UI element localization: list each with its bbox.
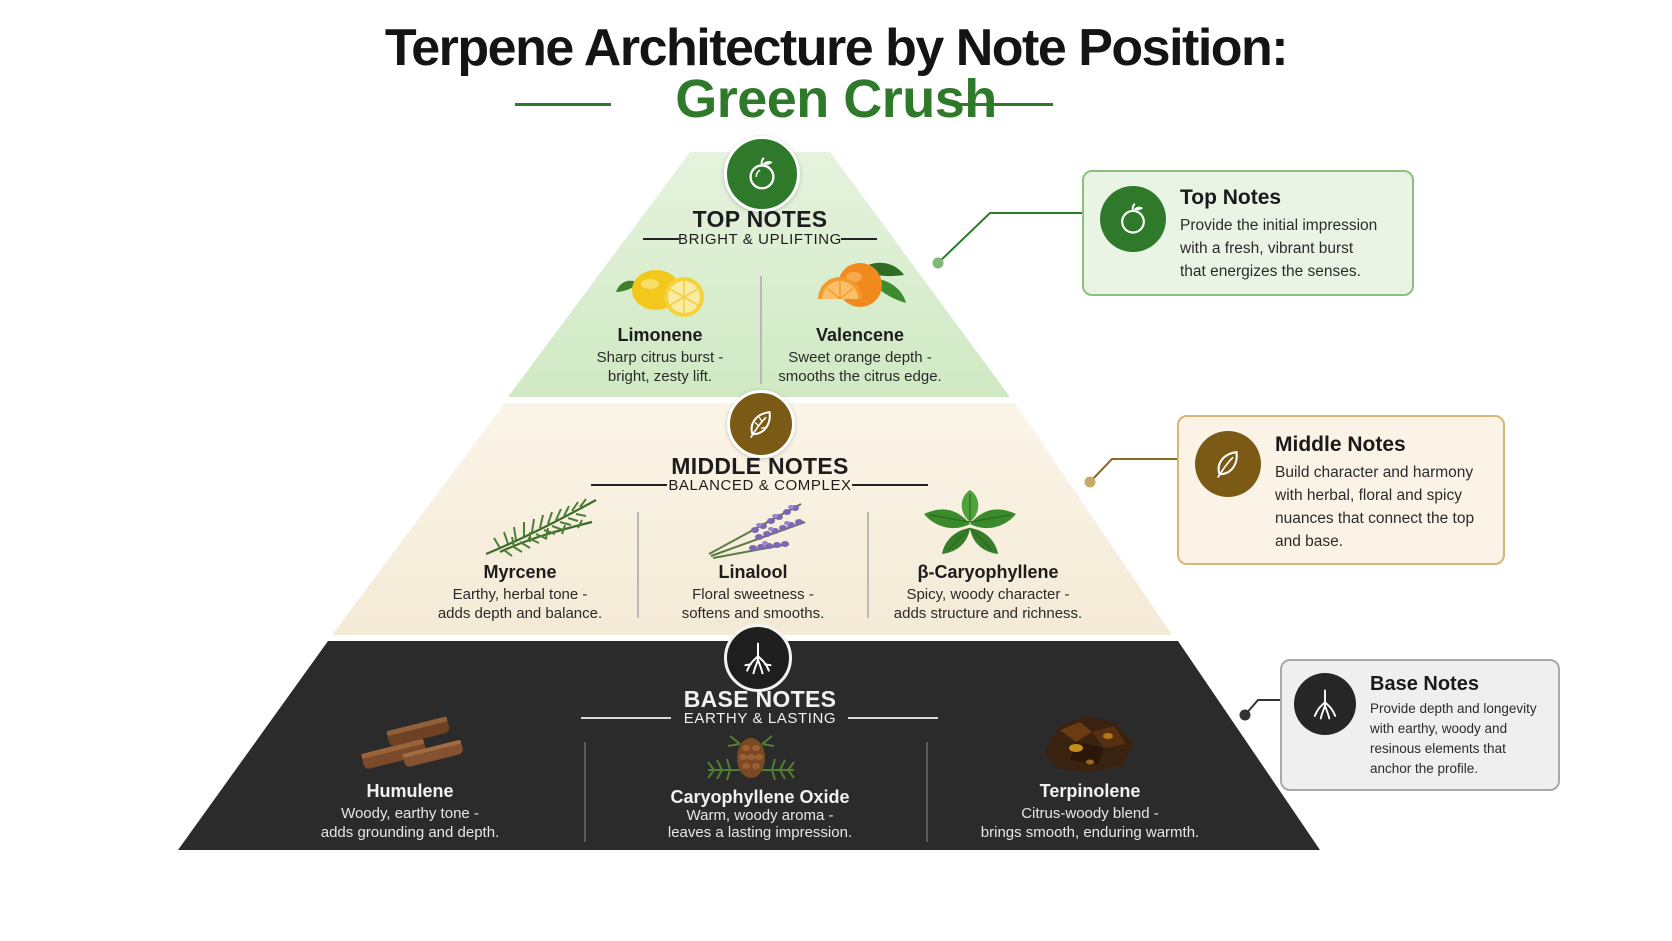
- base-divider-1: [584, 742, 586, 842]
- top-card-line-3: that energizes the senses.: [1180, 263, 1361, 280]
- item-desc-terpinolene-2: brings smooth, enduring warmth.: [980, 824, 1200, 841]
- fruit-icon: [749, 157, 775, 190]
- base-notes-subtitle: EARTHY & LASTING: [683, 710, 837, 727]
- top-card-line-1: Provide the initial impression: [1180, 217, 1378, 234]
- item-desc-valencene-2: smooths the citrus edge.: [778, 368, 942, 385]
- item-desc-caryophyllene-oxide-2: leaves a lasting impression.: [667, 824, 853, 841]
- middle-notes-badge: [727, 390, 795, 458]
- item-desc-linalool-1: Floral sweetness -: [692, 586, 814, 603]
- base-card-title: Base Notes: [1370, 673, 1479, 695]
- base-card-line-4: anchor the profile.: [1370, 761, 1479, 776]
- page-subtitle: Green Crush: [675, 69, 997, 129]
- lemon-icon: [616, 270, 704, 317]
- title-rule-right: [957, 103, 1053, 106]
- item-name-linalool: Linalool: [718, 562, 788, 582]
- item-desc-terpinolene-1: Citrus-woody blend -: [1021, 805, 1159, 822]
- connector-base: [1244, 699, 1282, 716]
- item-desc-limonene-2: bright, zesty lift.: [607, 368, 713, 385]
- base-notes-card: Base Notes Provide depth and longevity w…: [1280, 659, 1560, 791]
- rosemary-icon: [485, 498, 597, 557]
- basil-icon: [924, 490, 1016, 554]
- middle-card-title: Middle Notes: [1275, 433, 1406, 456]
- middle-subtitle-rule-left: [591, 484, 667, 486]
- pyramid-top-tier: [508, 152, 1010, 397]
- resin-icon: [1044, 716, 1134, 772]
- pinecone-icon: [707, 735, 795, 781]
- item-desc-humulene-2: adds grounding and depth.: [320, 824, 500, 841]
- leaf-icon: [1217, 450, 1238, 479]
- item-name-caryophyllene-oxide: Caryophyllene Oxide: [670, 787, 850, 807]
- base-card-line-2: with earthy, woody and: [1370, 721, 1508, 736]
- wood-icon: [361, 716, 463, 769]
- middle-card-line-1: Build character and harmony: [1275, 464, 1474, 481]
- base-notes-title: BASE NOTES: [683, 686, 837, 712]
- top-notes-card: Top Notes Provide the initial impression…: [1082, 170, 1414, 296]
- item-desc-myrcene-1: Earthy, herbal tone -: [452, 586, 588, 603]
- title-rule-left: [515, 103, 611, 106]
- lavender-icon: [708, 503, 806, 559]
- connector-base-dot: [1239, 709, 1251, 721]
- middle-card-line-4: and base.: [1275, 533, 1344, 550]
- connector-top: [937, 212, 1082, 264]
- top-notes-title: TOP NOTES: [692, 206, 828, 232]
- middle-subtitle-rule-right: [852, 484, 928, 486]
- base-notes-badge: [724, 624, 792, 692]
- base-card-badge: [1294, 673, 1356, 735]
- top-card-line-2: with a fresh, vibrant burst: [1180, 240, 1354, 257]
- item-desc-humulene-1: Woody, earthy tone -: [341, 805, 479, 822]
- middle-notes-subtitle: BALANCED & COMPLEX: [668, 477, 852, 494]
- item-desc-valencene-1: Sweet orange depth -: [788, 349, 932, 366]
- base-divider-2: [926, 742, 928, 842]
- top-notes-badge: [724, 136, 800, 212]
- item-name-myrcene: Myrcene: [483, 562, 557, 582]
- top-divider: [760, 276, 762, 384]
- base-subtitle-rule-right: [848, 717, 938, 719]
- item-desc-caryophyllene-oxide-1: Warm, woody aroma -: [686, 807, 834, 824]
- base-subtitle-rule-left: [581, 717, 671, 719]
- top-card-title: Top Notes: [1180, 186, 1282, 209]
- item-name-humulene: Humulene: [366, 781, 454, 801]
- item-desc-myrcene-2: adds depth and balance.: [437, 605, 603, 622]
- connector-middle-dot: [1084, 476, 1096, 488]
- pyramid-middle-tier: [332, 403, 1172, 635]
- roots-icon: [1313, 689, 1337, 720]
- middle-divider-2: [867, 512, 869, 618]
- connector-top-dot: [932, 257, 944, 269]
- item-name-limonene: Limonene: [617, 325, 703, 345]
- top-notes-subtitle: BRIGHT & UPLIFTING: [678, 231, 842, 248]
- item-name-valencene: Valencene: [815, 325, 905, 345]
- item-name-terpinolene: Terpinolene: [1039, 781, 1141, 801]
- item-name-beta-caryophyllene: β-Caryophyllene: [917, 562, 1059, 582]
- top-subtitle-rule-left: [643, 238, 679, 240]
- middle-notes-card: Middle Notes Build character and harmony…: [1177, 415, 1505, 565]
- roots-icon: [744, 642, 772, 675]
- item-desc-beta-caryophyllene-2: adds structure and richness.: [893, 605, 1083, 622]
- middle-divider-1: [637, 512, 639, 618]
- base-card-line-1: Provide depth and longevity: [1370, 701, 1537, 716]
- top-card-badge: [1100, 186, 1166, 252]
- middle-card-badge: [1195, 431, 1261, 497]
- base-card-line-3: resinous elements that: [1370, 741, 1506, 756]
- leaf-icon: [750, 410, 771, 439]
- middle-notes-title: MIDDLE NOTES: [671, 453, 849, 479]
- orange-icon: [818, 262, 906, 307]
- connector-middle: [1089, 458, 1178, 483]
- top-subtitle-rule-right: [841, 238, 877, 240]
- item-desc-beta-caryophyllene-1: Spicy, woody character -: [906, 586, 1070, 603]
- middle-card-line-3: nuances that connect the top: [1275, 510, 1475, 527]
- middle-card-line-2: with herbal, floral and spicy: [1275, 487, 1462, 504]
- page-title: Terpene Architecture by Note Position:: [384, 19, 1289, 77]
- item-desc-linalool-2: softens and smooths.: [681, 605, 825, 622]
- item-desc-limonene-1: Sharp citrus burst -: [596, 349, 724, 366]
- fruit-icon: [1121, 203, 1145, 234]
